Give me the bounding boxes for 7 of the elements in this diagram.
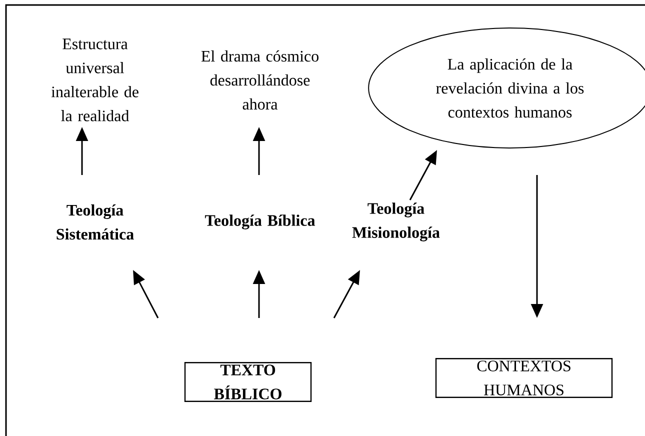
text-label: Estructura universal inalterable de la realidad bbox=[51, 38, 138, 122]
text-label: Teología Misionología bbox=[352, 202, 440, 242]
text-label: Teología Bíblica bbox=[205, 214, 316, 230]
text-label: El drama cósmico desarrollándose ahora bbox=[201, 50, 318, 110]
text-box: CONTEXTOS HUMANOS bbox=[435, 358, 613, 398]
text-label: Teología Sistemática bbox=[56, 204, 134, 240]
text-box: TEXTO BÍBLICO bbox=[184, 362, 312, 402]
